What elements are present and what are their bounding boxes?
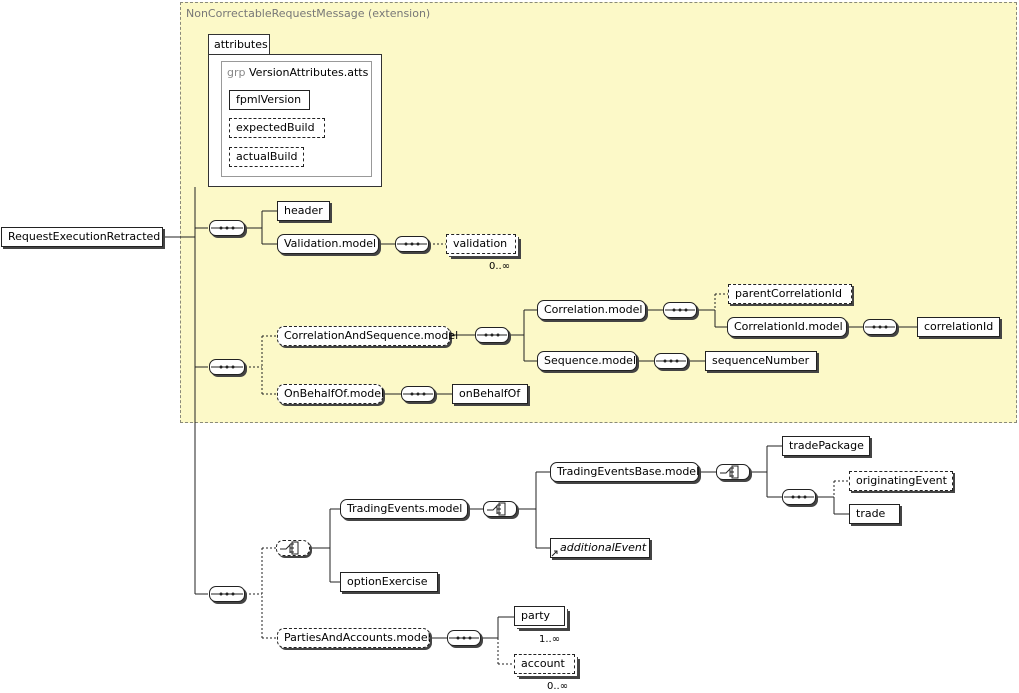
grp-prefix: grp [227,66,246,79]
attributes-tab[interactable]: attributes [208,34,270,55]
group-trading-events-model[interactable]: TradingEvents.model [340,499,468,519]
group-correlation-model[interactable]: Correlation.model [537,300,646,320]
grp-name: VersionAttributes.atts [249,66,369,79]
attr-fpmlversion[interactable]: fpmlVersion [229,90,310,110]
party-cardinality: 1..∞ [539,634,561,645]
attribute-group-label: grp VersionAttributes.atts [227,66,368,79]
group-correlation-and-sequence-model[interactable]: CorrelationAndSequence.model [277,326,458,346]
element-trade[interactable]: trade [849,504,900,524]
element-header[interactable]: header [277,201,330,221]
extension-label: NonCorrectableRequestMessage (extension) [186,7,431,20]
element-on-behalf-of[interactable]: onBehalfOf [452,384,528,404]
element-party[interactable]: party [514,606,565,626]
group-trading-events-base-model[interactable]: TradingEventsBase.model [550,462,699,482]
element-option-exercise[interactable]: optionExercise [340,572,438,592]
account-cardinality: 0..∞ [547,681,569,692]
group-on-behalf-of-model[interactable]: OnBehalfOf.model [277,384,384,404]
group-validation-model[interactable]: Validation.model [277,234,379,254]
attr-actualbuild[interactable]: actualBuild [229,147,304,167]
element-trade-package[interactable]: tradePackage [782,436,870,456]
element-validation[interactable]: validation [446,234,516,254]
group-sequence-model[interactable]: Sequence.model [537,351,637,371]
element-additional-event[interactable]: additionalEvent [550,538,650,558]
element-sequence-number[interactable]: sequenceNumber [705,351,817,371]
element-originating-event[interactable]: originatingEvent [849,471,953,491]
element-correlation-id[interactable]: correlationId [917,317,1000,337]
element-account[interactable]: account [514,654,575,674]
element-parent-correlation-id[interactable]: parentCorrelationId [728,284,852,304]
validation-cardinality: 0..∞ [489,261,511,272]
group-parties-and-accounts-model[interactable]: PartiesAndAccounts.model [277,628,431,648]
group-correlation-id-model[interactable]: CorrelationId.model [727,317,847,337]
attr-expectedbuild[interactable]: expectedBuild [229,118,325,138]
root-element[interactable]: RequestExecutionRetracted [1,227,163,247]
additional-event-label: additionalEvent [560,541,647,554]
